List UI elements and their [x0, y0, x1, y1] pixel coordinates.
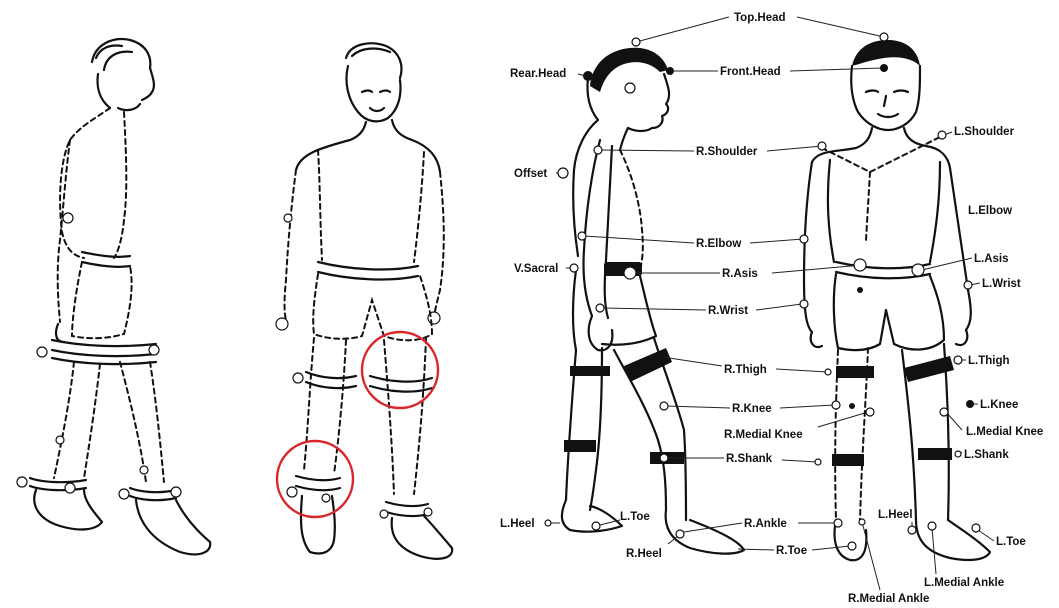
label-r-asis: R.Asis: [722, 268, 758, 280]
label-l-asis: L.Asis: [974, 253, 1009, 265]
label-r-elbow: R.Elbow: [696, 238, 741, 250]
marker-r-toe: [848, 542, 856, 550]
label-r-shoulder: R.Shoulder: [696, 146, 758, 158]
marker-l-heel-side: [545, 520, 551, 526]
label-r-heel: R.Heel: [626, 548, 662, 560]
marker-l-wrist: [964, 281, 972, 289]
marker-r-medial-knee: [866, 408, 874, 416]
label-l-shoulder: L.Shoulder: [954, 126, 1015, 138]
label-front-head: Front.Head: [720, 66, 781, 78]
label-l-knee: L.Knee: [980, 399, 1018, 411]
marker-rear-head: [583, 71, 593, 81]
marker-r-asis-side: [624, 267, 636, 279]
label-v-sacral: V.Sacral: [514, 263, 558, 275]
label-l-medial-knee: L.Medial Knee: [966, 426, 1043, 438]
highlight-circle-knee: [362, 332, 438, 408]
right-figure-side-view: [562, 48, 744, 554]
label-rear-head: Rear.Head: [510, 68, 566, 80]
label-l-thigh: L.Thigh: [968, 355, 1010, 367]
marker-labels: Top.Head Rear.Head Front.Head R.Shoulder…: [500, 12, 1043, 605]
label-r-thigh: R.Thigh: [724, 364, 767, 376]
marker-l-medial-knee: [940, 408, 948, 416]
marker-r-elbow-side: [578, 232, 586, 240]
label-r-knee: R.Knee: [732, 403, 772, 415]
marker-front-head-front: [880, 64, 888, 72]
label-top-head: Top.Head: [734, 12, 786, 24]
marker-r-ankle: [834, 519, 842, 527]
label-l-heel-right: L.Heel: [878, 509, 913, 521]
marker-r-elbow-front: [800, 235, 808, 243]
marker-r-shoulder-front: [818, 142, 826, 150]
left-figure-side-view: [17, 39, 210, 554]
label-l-toe-left: L.Toe: [620, 511, 650, 523]
marker-r-thigh-side: [656, 352, 664, 360]
marker-r-thigh-front: [825, 369, 831, 375]
marker-r-wrist-front: [800, 300, 808, 308]
marker-r-shank-side: [660, 454, 668, 462]
marker-l-shoulder: [938, 131, 946, 139]
label-l-medial-ankle: L.Medial Ankle: [924, 577, 1004, 589]
label-offset: Offset: [514, 168, 547, 180]
marker-v-sacral: [570, 264, 578, 272]
label-r-ankle: R.Ankle: [744, 518, 787, 530]
label-l-toe-right: L.Toe: [996, 536, 1026, 548]
right-figure-front-view: [804, 40, 990, 560]
marker-r-knee-side: [660, 402, 668, 410]
marker-l-knee: [966, 400, 974, 408]
marker-top-head-front: [880, 33, 888, 41]
label-r-medial-ankle: R.Medial Ankle: [848, 593, 929, 605]
label-r-toe: R.Toe: [776, 545, 807, 557]
label-r-medial-knee: R.Medial Knee: [724, 429, 803, 441]
marker-l-thigh: [954, 356, 962, 364]
marker-r-knee-front: [832, 401, 840, 409]
marker-r-wrist-side: [596, 304, 604, 312]
marker-top-head-side: [632, 38, 640, 46]
marker-l-heel-front: [908, 526, 916, 534]
marker-front-head-side: [666, 67, 674, 75]
marker-l-asis: [912, 264, 924, 276]
marker-l-toe-side: [592, 522, 600, 530]
marker-r-shank-front: [815, 459, 821, 465]
marker-r-asis-front: [854, 259, 866, 271]
marker-r-heel: [676, 530, 684, 538]
label-r-shank: R.Shank: [726, 453, 773, 465]
marker-offset: [558, 168, 568, 178]
marker-l-shank: [955, 451, 961, 457]
marker-l-medial-ankle: [928, 522, 936, 530]
marker-knee-dot: [849, 403, 855, 409]
left-figure-front-view: [276, 43, 452, 559]
label-l-heel-left: L.Heel: [500, 518, 535, 530]
marker-r-shoulder-side: [594, 146, 602, 154]
label-l-shank: L.Shank: [964, 449, 1009, 461]
marker-r-medial-ankle: [859, 519, 865, 525]
marker-l-toe-front: [972, 524, 980, 532]
leader-lines: [546, 17, 994, 590]
label-l-elbow: L.Elbow: [968, 205, 1012, 217]
marker-r-asis-dot: [857, 287, 863, 293]
label-r-wrist: R.Wrist: [708, 305, 748, 317]
label-l-wrist: L.Wrist: [982, 278, 1021, 290]
